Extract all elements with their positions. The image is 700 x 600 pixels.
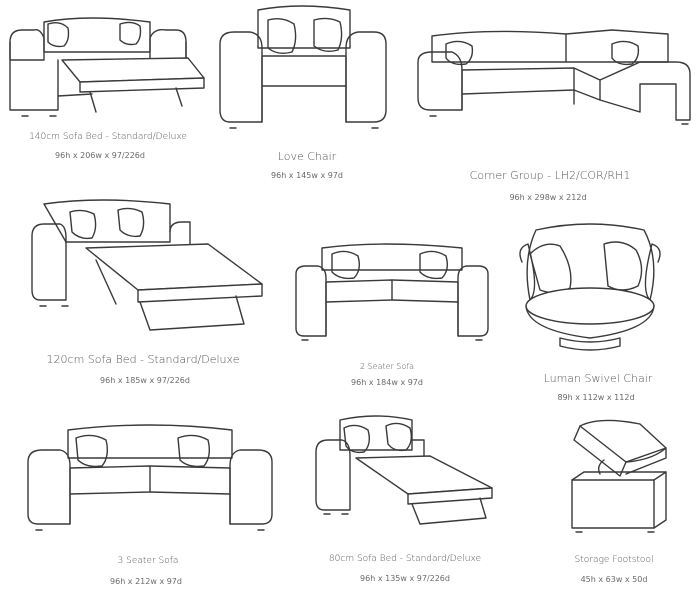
product-dimensions: 96h x 185w x 97/226d [100,376,190,385]
product-name: Storage Footstool [574,555,654,565]
product-dimensions: 96h x 184w x 97d [351,378,423,387]
product-dimensions: 89h x 112w x 112d [557,393,635,402]
product-name: Corner Group - LH2/COR/RH1 [469,169,631,182]
product-name: 140cm Sofa Bed - Standard/Deluxe [29,132,187,142]
product-dimensions: 96h x 212w x 97d [110,577,182,586]
product-name: 120cm Sofa Bed - Standard/Deluxe [46,353,240,366]
product-name: Love Chair [277,150,337,163]
product-dimensions: 96h x 135w x 97/226d [360,574,450,583]
product-dimensions: 96h x 145w x 97d [271,171,343,180]
product-name: 80cm Sofa Bed - Standard/Deluxe [328,554,482,564]
product-name: Luman Swivel Chair [543,372,653,385]
product-name: 2 Seater Sofa [359,362,415,371]
product-dimensions: 45h x 63w x 50d [580,575,648,584]
product-name: 3 Seater Sofa [117,556,179,566]
product-dimensions: 96h x 298w x 212d [509,193,587,202]
product-dimensions: 96h x 206w x 97/226d [55,151,145,160]
